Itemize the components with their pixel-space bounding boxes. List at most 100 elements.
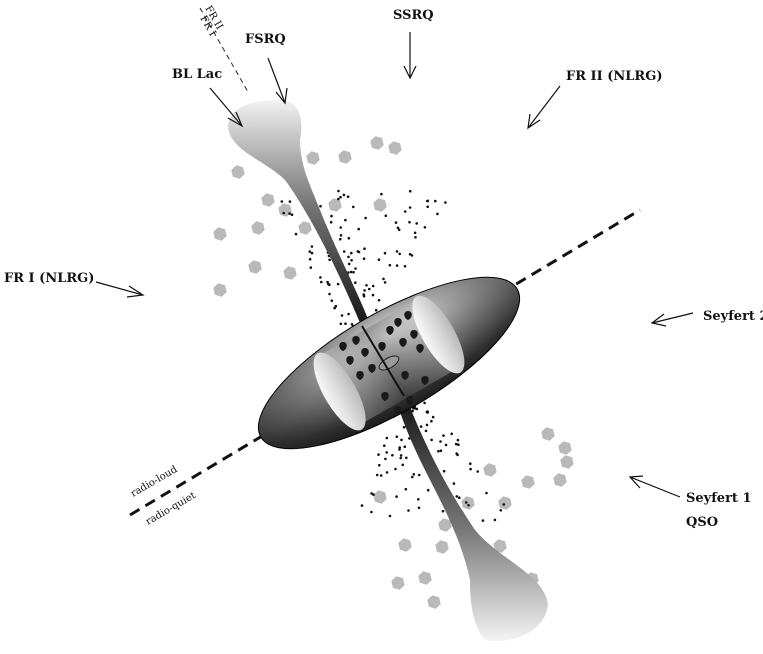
dot: [385, 436, 389, 440]
dot: [401, 463, 405, 467]
torus: [257, 276, 521, 450]
blr-cloud: [339, 342, 347, 351]
dot: [364, 216, 367, 220]
dot: [382, 277, 385, 281]
dot: [379, 474, 383, 477]
cloud: [435, 540, 449, 554]
cloud: [560, 455, 574, 469]
dot: [444, 201, 447, 204]
blr-cloud: [346, 356, 354, 365]
dot: [339, 322, 343, 326]
dot: [458, 496, 461, 500]
dot: [350, 323, 354, 326]
arrow-seyfert2: [650, 312, 694, 327]
arrow-ssrq: [403, 32, 417, 80]
cloud: [251, 221, 265, 235]
dot: [411, 475, 414, 479]
dot: [408, 220, 411, 224]
dot: [354, 267, 357, 270]
dot: [441, 509, 445, 513]
dot: [357, 227, 361, 231]
dot: [412, 473, 416, 476]
dot: [455, 495, 459, 498]
dot: [444, 443, 448, 447]
dot: [398, 446, 402, 449]
dot: [319, 276, 322, 279]
dot: [371, 293, 375, 297]
dot: [288, 200, 292, 203]
cloud: [283, 266, 297, 280]
dot: [454, 442, 458, 446]
dot: [310, 245, 314, 248]
dot: [469, 467, 472, 471]
dot: [340, 314, 344, 317]
arrow-fr2: [527, 85, 561, 130]
dot: [383, 251, 387, 255]
dot: [502, 503, 506, 506]
dot: [396, 226, 400, 230]
dot: [372, 493, 375, 496]
cloud: [248, 260, 262, 274]
dot: [350, 259, 353, 262]
cloud: [370, 136, 384, 150]
dot: [394, 467, 397, 471]
cloud: [298, 221, 312, 235]
dot: [330, 299, 334, 303]
dot: [403, 210, 407, 213]
dot: [350, 251, 353, 255]
arrow-fsrq: [267, 57, 288, 105]
viewing-arrows: [95, 32, 694, 498]
dot: [402, 425, 406, 429]
dot: [456, 438, 460, 442]
dot: [469, 462, 472, 466]
dot: [378, 463, 381, 467]
accretion-disk: [378, 355, 400, 371]
cloud: [391, 576, 405, 590]
dot: [347, 236, 351, 240]
dot: [425, 423, 429, 427]
dot: [394, 221, 398, 224]
arrow-fr1: [95, 281, 145, 298]
dot: [339, 237, 342, 241]
dot: [339, 226, 343, 229]
dot: [308, 250, 312, 253]
dot: [436, 212, 439, 216]
dot: [408, 189, 412, 193]
dot: [414, 236, 417, 239]
dot: [388, 263, 392, 267]
dot: [326, 280, 329, 284]
dot: [375, 473, 379, 477]
cloud: [558, 441, 572, 455]
dot: [419, 425, 423, 428]
cloud: [521, 475, 535, 489]
broad-line-clouds: [339, 311, 429, 415]
dot: [415, 222, 419, 225]
blr-cloud: [361, 348, 369, 357]
blr-cloud: [406, 396, 414, 405]
dot: [417, 506, 421, 510]
label-seyfert1: Seyfert 1: [686, 491, 752, 506]
cloud: [306, 151, 320, 165]
dot: [344, 322, 347, 326]
dot: [423, 226, 427, 229]
dot: [430, 438, 433, 442]
dot: [354, 281, 357, 285]
dot: [400, 438, 403, 442]
dot: [485, 491, 488, 495]
cloud: [493, 539, 507, 553]
narrow-line-clouds: [213, 136, 574, 609]
dot: [310, 251, 314, 255]
dot: [423, 401, 426, 405]
dot: [426, 488, 430, 492]
cloud: [388, 141, 402, 155]
dot: [426, 199, 430, 203]
dot: [407, 509, 410, 512]
dot: [349, 270, 353, 274]
dot: [408, 206, 412, 209]
dot: [383, 444, 386, 448]
dot: [362, 293, 366, 296]
dot: [442, 434, 445, 437]
blr-cloud: [368, 364, 376, 373]
dot: [397, 228, 401, 232]
dot: [309, 266, 313, 269]
